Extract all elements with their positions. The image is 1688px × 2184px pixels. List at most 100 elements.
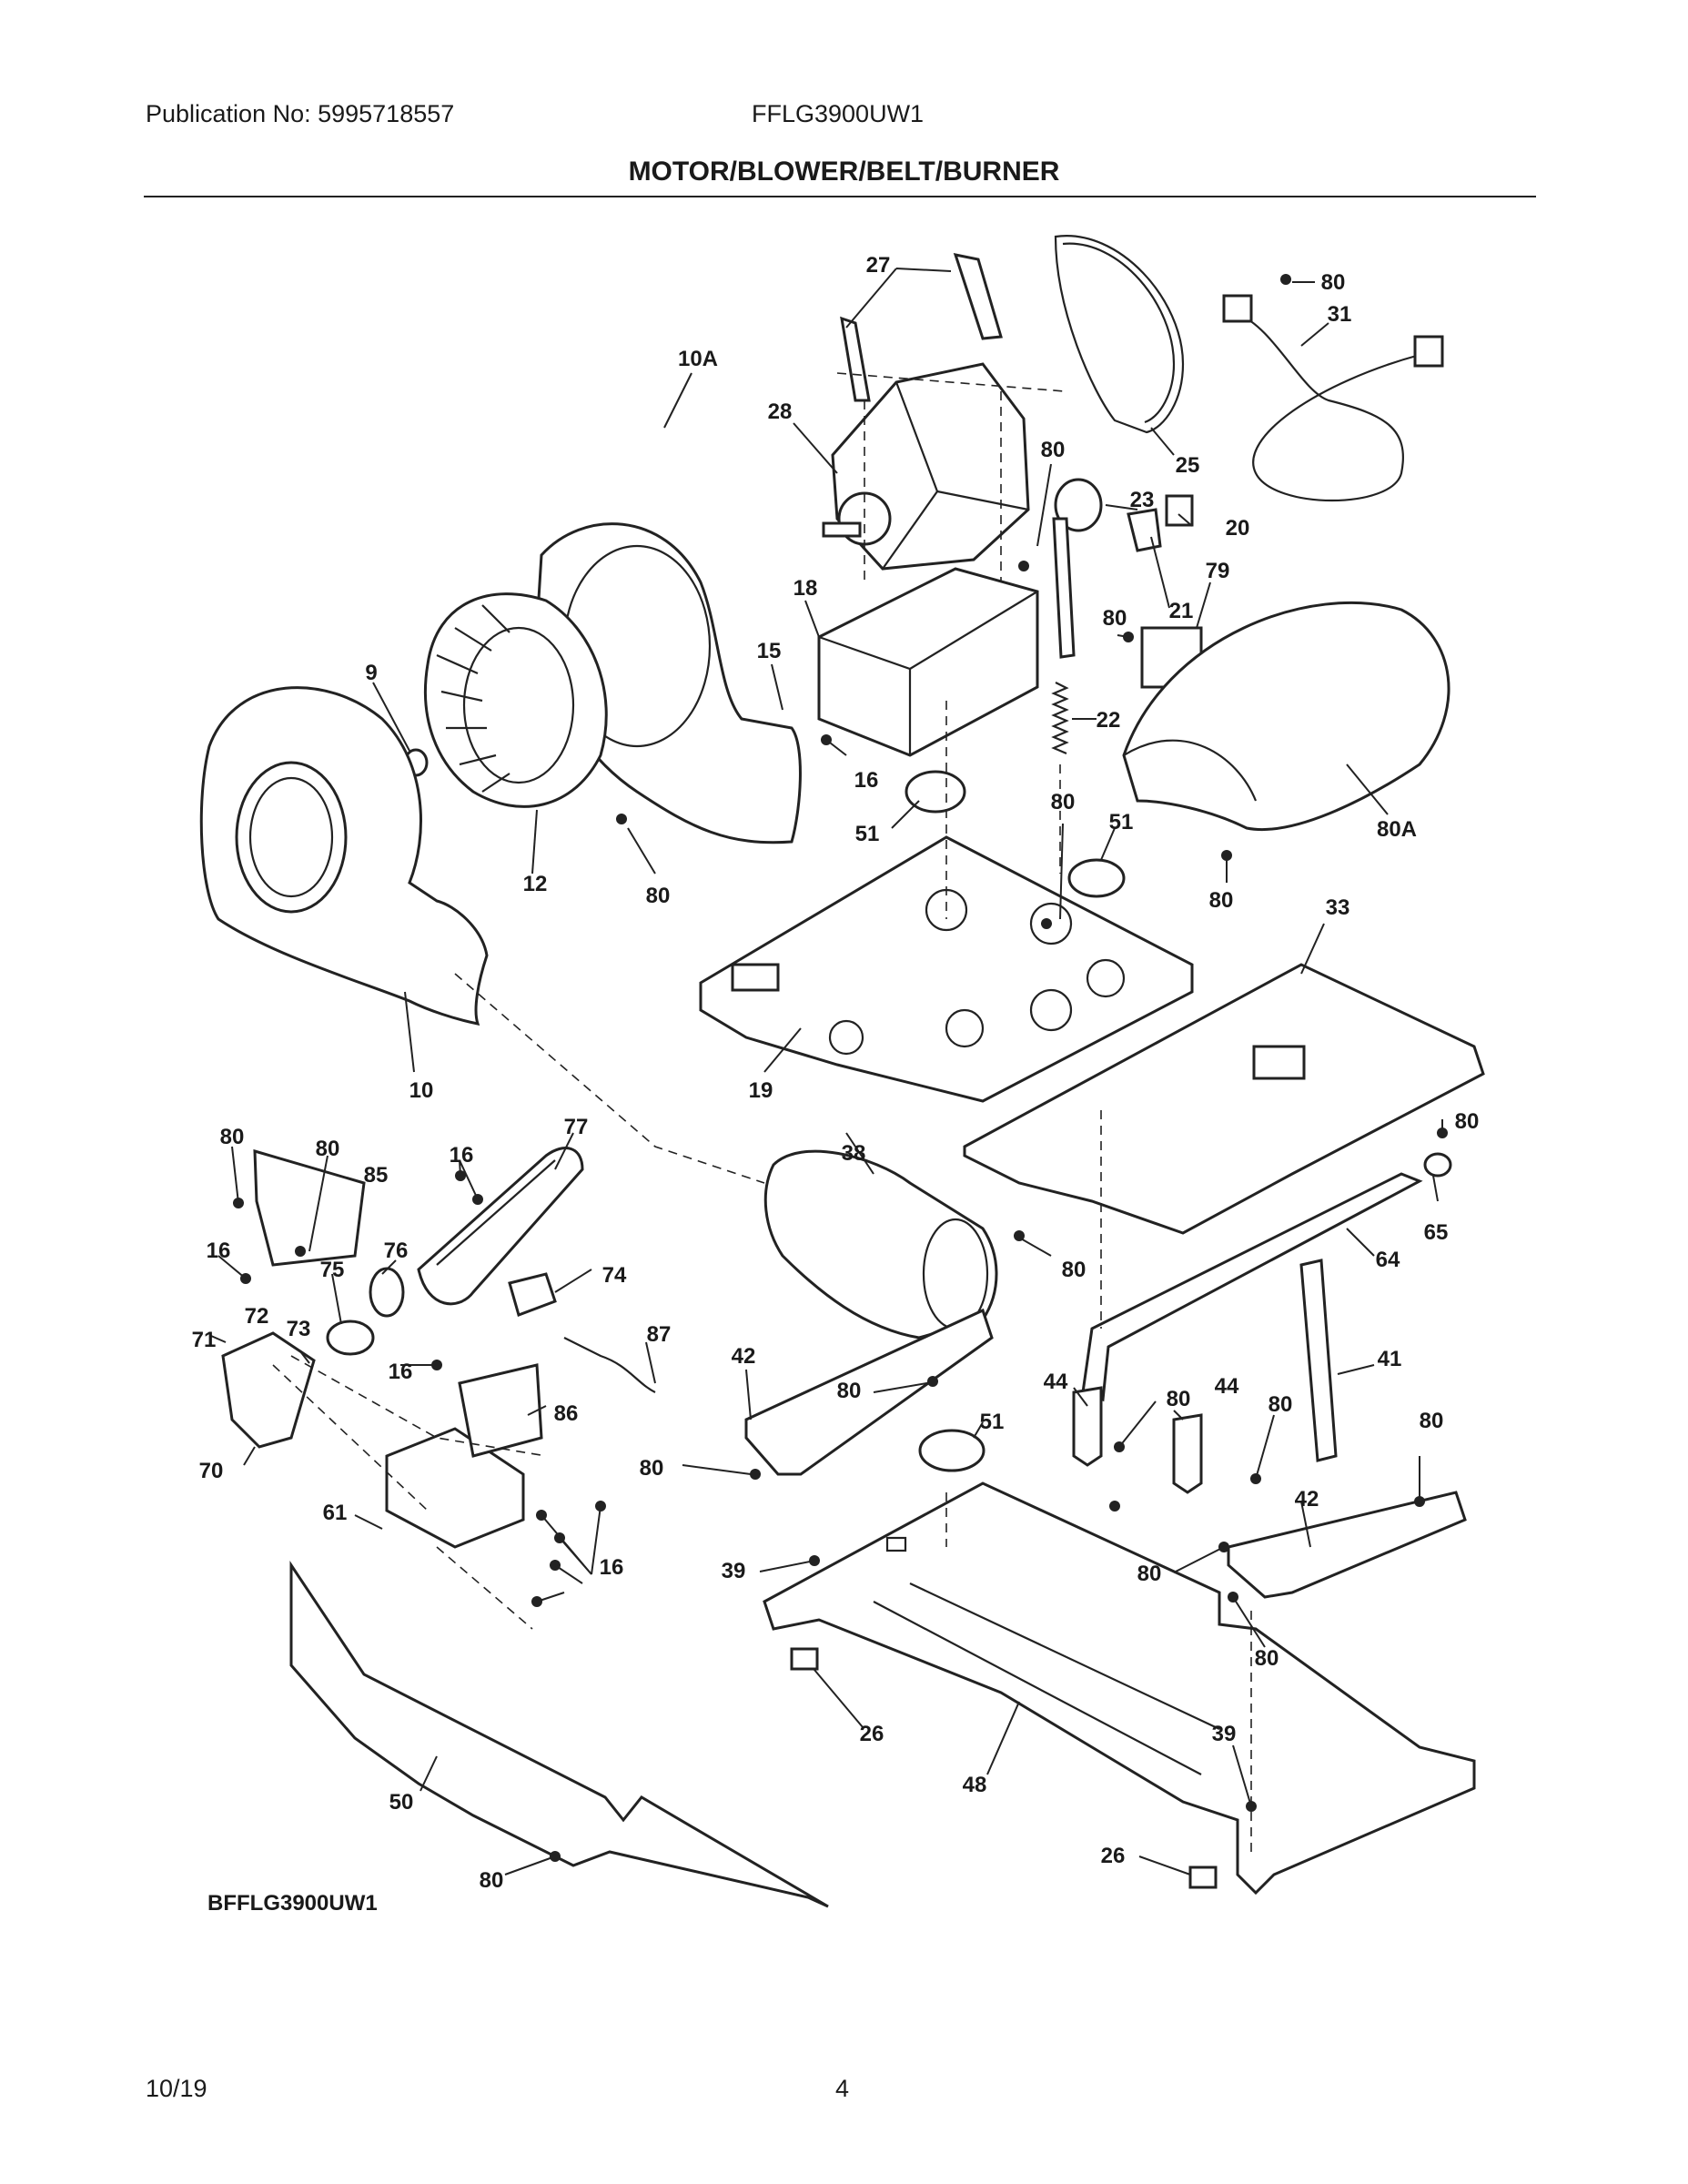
belt-switch bbox=[1165, 494, 1194, 527]
callout-10A: 10A bbox=[677, 347, 719, 371]
callout-27: 27 bbox=[865, 253, 891, 278]
callout-80: 80 bbox=[1419, 1409, 1444, 1433]
callout-80: 80 bbox=[315, 1137, 340, 1161]
callout-74: 74 bbox=[601, 1263, 627, 1288]
burner-tube bbox=[1081, 1172, 1423, 1402]
callout-50: 50 bbox=[389, 1790, 414, 1815]
collar-lower bbox=[918, 1429, 986, 1472]
callout-33: 33 bbox=[1325, 895, 1350, 920]
publication-number: Publication No: 5995718557 bbox=[146, 100, 455, 127]
callout-80: 80 bbox=[1208, 888, 1234, 913]
callout-9: 9 bbox=[365, 661, 378, 685]
callout-70: 70 bbox=[198, 1459, 224, 1483]
burner-tube-assembly bbox=[417, 1147, 584, 1306]
callout-44: 44 bbox=[1043, 1370, 1068, 1394]
callout-39: 39 bbox=[1211, 1722, 1237, 1746]
callout-80: 80 bbox=[639, 1456, 664, 1481]
callout-48: 48 bbox=[962, 1773, 987, 1797]
burner-bracket bbox=[1299, 1259, 1338, 1462]
callout-80: 80 bbox=[1166, 1387, 1191, 1411]
callout-87: 87 bbox=[646, 1322, 672, 1347]
callout-16: 16 bbox=[206, 1239, 231, 1263]
callout-79: 79 bbox=[1205, 559, 1230, 583]
callout-80: 80 bbox=[479, 1868, 504, 1893]
gas-valve bbox=[221, 1331, 316, 1449]
rail-right bbox=[1227, 1491, 1467, 1599]
cord-plug bbox=[1413, 335, 1444, 368]
callout-19: 19 bbox=[748, 1078, 773, 1103]
bracket-left bbox=[1072, 1386, 1103, 1467]
footer-date: 10/19 bbox=[146, 2075, 207, 2102]
callout-12: 12 bbox=[522, 872, 548, 896]
callout-42: 42 bbox=[731, 1344, 756, 1369]
callout-80: 80 bbox=[1050, 790, 1076, 814]
callout-80: 80 bbox=[1102, 606, 1127, 631]
switch-bracket bbox=[1127, 508, 1162, 552]
callout-80: 80 bbox=[1268, 1392, 1293, 1417]
motor-strap-right bbox=[953, 253, 1003, 340]
callout-61: 61 bbox=[322, 1501, 348, 1525]
callout-80: 80 bbox=[1454, 1109, 1480, 1134]
callout-28: 28 bbox=[767, 399, 793, 424]
bracket-right bbox=[1172, 1413, 1203, 1494]
callout-80: 80 bbox=[1061, 1258, 1087, 1282]
callout-31: 31 bbox=[1327, 302, 1352, 327]
callout-75: 75 bbox=[319, 1258, 345, 1282]
burner-bracket-86 bbox=[458, 1363, 543, 1458]
ignition-coil bbox=[508, 1272, 557, 1317]
callout-80: 80 bbox=[836, 1379, 862, 1403]
callout-16: 16 bbox=[599, 1555, 624, 1580]
callout-15: 15 bbox=[756, 639, 782, 663]
clamp bbox=[326, 1320, 375, 1356]
callout-64: 64 bbox=[1375, 1248, 1400, 1272]
callout-18: 18 bbox=[793, 576, 818, 601]
heat-shield bbox=[1122, 602, 1450, 831]
foot-left bbox=[790, 1647, 819, 1671]
model-number: FFLG3900UW1 bbox=[752, 100, 925, 127]
callout-42: 42 bbox=[1294, 1487, 1319, 1512]
callout-71: 71 bbox=[191, 1328, 217, 1352]
callout-72: 72 bbox=[244, 1304, 269, 1329]
exhaust-duct bbox=[763, 1149, 998, 1340]
callout-76: 76 bbox=[383, 1239, 409, 1263]
callout-80: 80 bbox=[1320, 270, 1346, 295]
diagram-model-code: BFFLG3900UW1 bbox=[207, 1891, 378, 1916]
base-plate bbox=[699, 835, 1194, 1103]
wire-harness bbox=[563, 1337, 656, 1393]
callout-16: 16 bbox=[388, 1360, 413, 1384]
callout-16: 16 bbox=[854, 768, 879, 793]
collar-left bbox=[905, 770, 966, 814]
callout-80: 80 bbox=[219, 1125, 245, 1149]
callout-65: 65 bbox=[1423, 1220, 1449, 1245]
callout-10: 10 bbox=[409, 1078, 434, 1103]
valve-bracket bbox=[385, 1427, 525, 1549]
callout-77: 77 bbox=[563, 1115, 589, 1139]
callout-51: 51 bbox=[979, 1410, 1005, 1434]
page-number: 4 bbox=[835, 2075, 850, 2102]
callout-21: 21 bbox=[1168, 599, 1194, 623]
motor-mount bbox=[817, 567, 1039, 757]
cabinet-base bbox=[763, 1481, 1476, 1896]
drive-belt bbox=[1054, 235, 1185, 434]
page-title: MOTOR/BLOWER/BELT/BURNER bbox=[628, 157, 1060, 187]
callout-51: 51 bbox=[854, 822, 880, 846]
callout-26: 26 bbox=[859, 1722, 884, 1746]
idler-arm bbox=[1052, 517, 1076, 659]
idler-spring bbox=[1051, 682, 1069, 755]
flame-sensor bbox=[369, 1267, 405, 1318]
title-rule bbox=[144, 196, 1536, 197]
blower-housing-rear bbox=[535, 522, 802, 844]
callout-16: 16 bbox=[449, 1143, 474, 1168]
callout-41: 41 bbox=[1377, 1347, 1402, 1371]
callout-26: 26 bbox=[1100, 1844, 1126, 1868]
callout-80: 80 bbox=[1040, 438, 1066, 462]
heat-shield-85 bbox=[253, 1148, 366, 1267]
callout-80A: 80A bbox=[1376, 817, 1418, 842]
callout-86: 86 bbox=[553, 1401, 579, 1426]
callout-51: 51 bbox=[1108, 810, 1134, 834]
collar-right bbox=[1067, 858, 1126, 898]
rail-left bbox=[744, 1308, 994, 1476]
igniter bbox=[1423, 1152, 1452, 1178]
callout-80: 80 bbox=[1254, 1646, 1279, 1671]
